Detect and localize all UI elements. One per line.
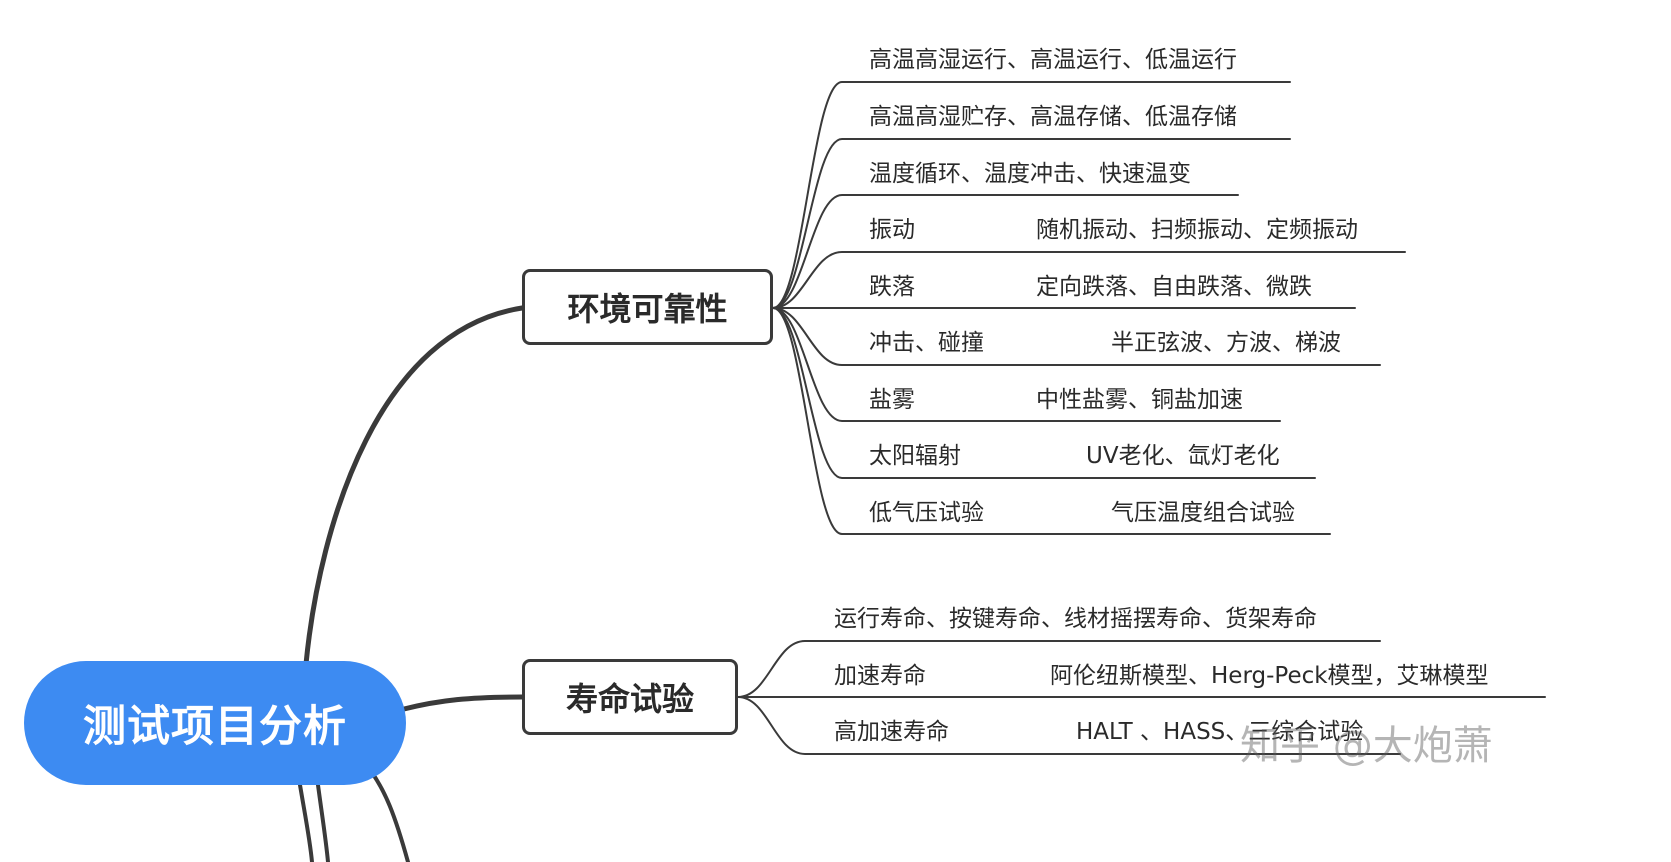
leaf-label[interactable]: 盐雾 <box>869 387 915 413</box>
leaf-label[interactable]: 太阳辐射 <box>869 443 961 469</box>
leaf-detail[interactable]: 中性盐雾、铜盐加速 <box>1036 387 1243 413</box>
leaf-label[interactable]: 高加速寿命 <box>834 719 949 745</box>
leaf-connector <box>772 307 1316 479</box>
leaf-detail[interactable]: 随机振动、扫频振动、定频振动 <box>1036 217 1358 243</box>
leaf-detail[interactable]: HALT 、HASS、三综合试验 <box>1076 719 1364 745</box>
root-offscreen-line <box>298 783 314 862</box>
leaf-label[interactable]: 加速寿命 <box>834 663 926 689</box>
root-offscreen-line <box>316 783 330 862</box>
leaf-label[interactable]: 高温高湿贮存、高温存储、低温存储 <box>869 104 1237 130</box>
root-node[interactable]: 测试项目分析 <box>24 661 406 785</box>
leaf-connector <box>772 307 1381 366</box>
leaf-detail[interactable]: 气压温度组合试验 <box>1111 500 1295 526</box>
leaf-connector <box>772 307 1281 422</box>
leaf-label[interactable]: 温度循环、温度冲击、快速温变 <box>869 161 1191 187</box>
leaf-label[interactable]: 低气压试验 <box>869 500 984 526</box>
leaf-label[interactable]: 高温高湿运行、高温运行、低温运行 <box>869 47 1237 73</box>
branch-node-environment[interactable]: 环境可靠性 <box>522 269 773 345</box>
leaf-label[interactable]: 振动 <box>869 217 915 243</box>
leaf-connector <box>772 81 1291 309</box>
leaf-detail[interactable]: 半正弦波、方波、梯波 <box>1111 330 1341 356</box>
leaf-connector <box>737 696 1401 755</box>
leaf-connector <box>772 251 1406 309</box>
leaf-detail[interactable]: 定向跌落、自由跌落、微跌 <box>1036 274 1312 300</box>
leaf-detail[interactable]: 阿伦纽斯模型、Herg-Peck模型，艾琳模型 <box>1050 663 1489 689</box>
watermark: 知乎 @大炮萧 <box>1240 723 1493 769</box>
root-to-life-line <box>401 694 525 712</box>
leaf-connector <box>772 307 1331 535</box>
root-to-environment-line <box>303 305 525 667</box>
leaf-connector <box>772 138 1291 309</box>
leaf-detail[interactable]: UV老化、氙灯老化 <box>1086 443 1280 469</box>
leaf-connector <box>772 194 1239 309</box>
leaf-label[interactable]: 运行寿命、按键寿命、线材摇摆寿命、货架寿命 <box>834 606 1317 632</box>
branch-node-life-test[interactable]: 寿命试验 <box>522 659 738 735</box>
root-offscreen-line <box>368 768 410 862</box>
leaf-connector <box>737 640 1381 698</box>
leaf-label[interactable]: 冲击、碰撞 <box>869 330 984 356</box>
leaf-label[interactable]: 跌落 <box>869 274 915 300</box>
